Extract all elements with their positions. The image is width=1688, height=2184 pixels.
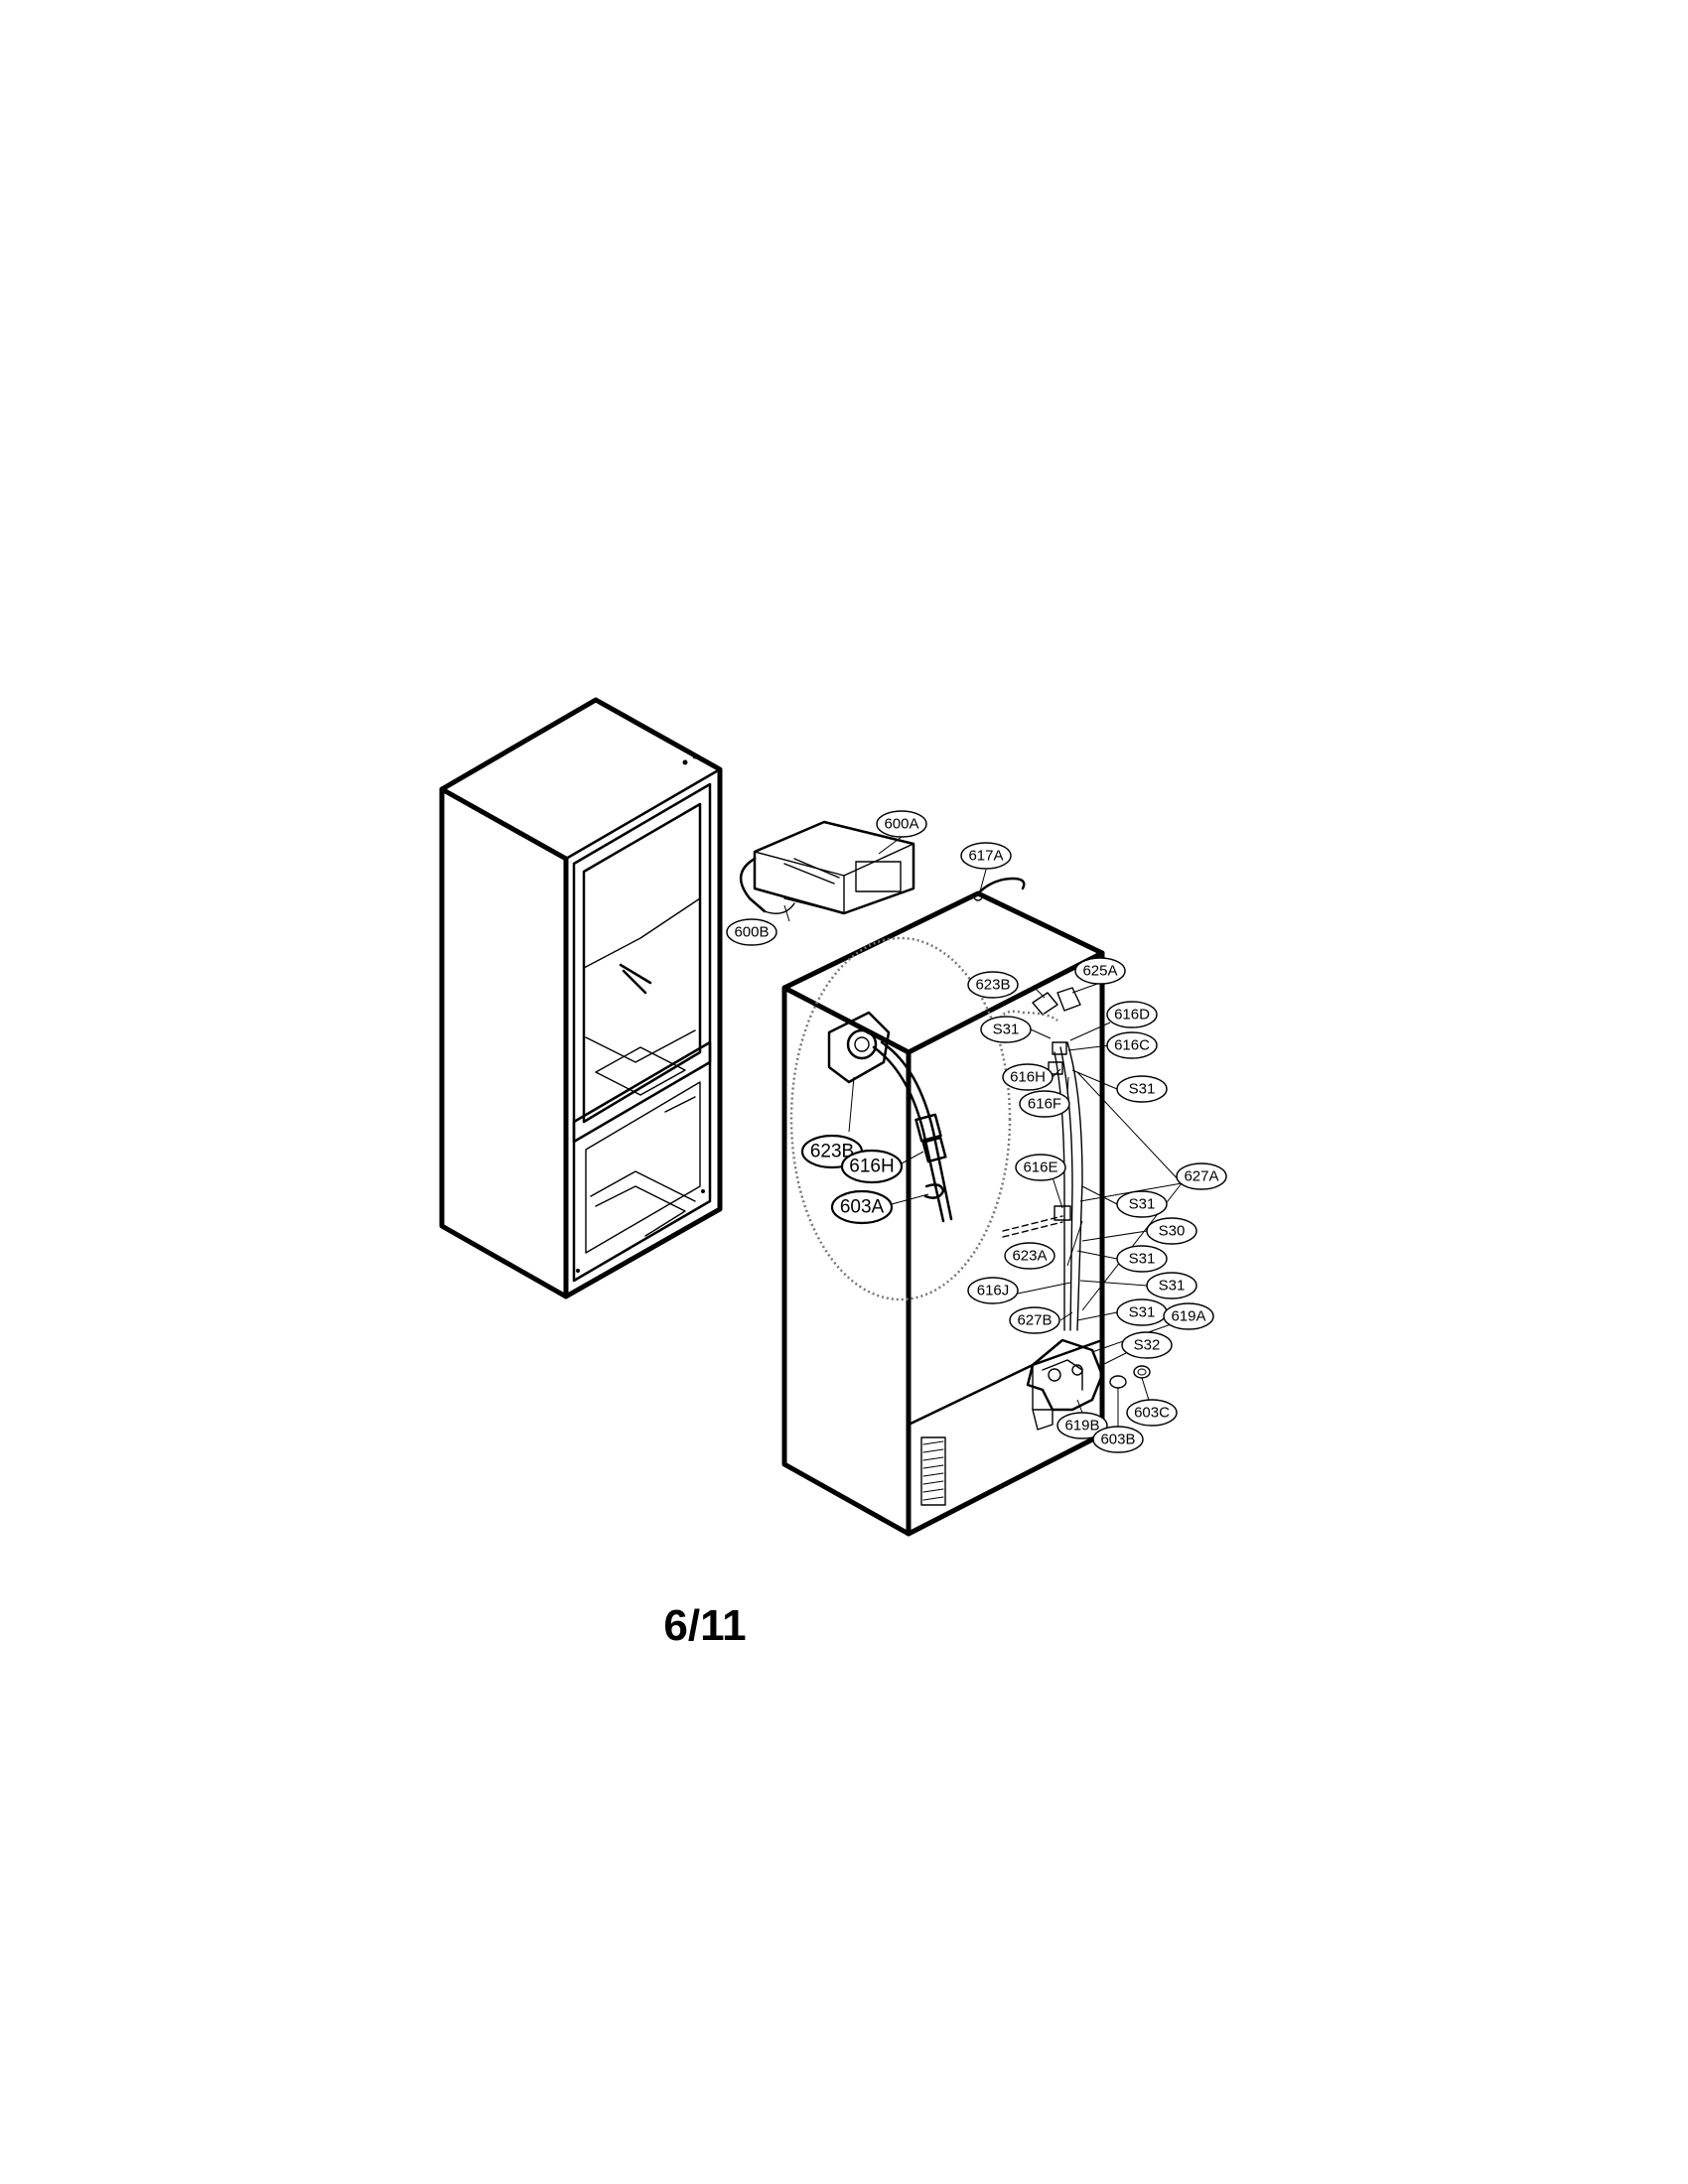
svg-text:616E: 616E <box>1023 1160 1057 1176</box>
svg-text:616J: 616J <box>977 1283 1010 1299</box>
page-number: 6/11 <box>663 1601 746 1650</box>
svg-text:623B: 623B <box>975 977 1010 994</box>
callout-S30: S30 <box>1146 1217 1197 1245</box>
svg-text:603C: 603C <box>1134 1405 1170 1422</box>
svg-text:S30: S30 <box>1159 1223 1186 1240</box>
callout-616H: 616H <box>1002 1063 1054 1091</box>
callout-S31-c: S31 <box>1116 1190 1168 1218</box>
callout-S31-a: S31 <box>980 1016 1032 1043</box>
svg-text:616C: 616C <box>1114 1037 1150 1054</box>
callout-619B: 619B <box>1056 1412 1108 1439</box>
callout-616C: 616C <box>1106 1031 1158 1059</box>
svg-text:616H: 616H <box>1010 1069 1046 1086</box>
svg-text:S32: S32 <box>1134 1337 1161 1354</box>
ice-maker-assembly <box>740 820 915 915</box>
callout-616D: 616D <box>1106 1001 1158 1028</box>
svg-text:623B: 623B <box>810 1142 854 1162</box>
callout-S31-f: S31 <box>1116 1298 1168 1326</box>
vent-grill <box>920 1436 946 1506</box>
svg-text:625A: 625A <box>1082 963 1117 980</box>
callout-616F: 616F <box>1019 1090 1070 1118</box>
callout-S32: S32 <box>1121 1331 1173 1359</box>
cabinet-front-view <box>439 697 723 1299</box>
callout-623B: 623B <box>967 971 1019 999</box>
callout-S31-e: S31 <box>1146 1272 1197 1299</box>
callout-S31-d: S31 <box>1116 1245 1168 1273</box>
callout-616E: 616E <box>1015 1154 1066 1181</box>
callout-623A: 623A <box>1004 1242 1055 1270</box>
svg-text:603A: 603A <box>840 1197 885 1218</box>
detail-callout-616H: 616H <box>840 1149 904 1184</box>
svg-text:S31: S31 <box>1159 1278 1186 1295</box>
detail-callout-603A: 603A <box>830 1189 894 1225</box>
svg-text:616H: 616H <box>849 1157 894 1177</box>
svg-text:S31: S31 <box>1129 1304 1156 1321</box>
callout-625A: 625A <box>1074 957 1126 985</box>
water-valve-assembly <box>1026 1338 1104 1431</box>
svg-text:S31: S31 <box>1129 1196 1156 1213</box>
callout-600B: 600B <box>726 918 777 946</box>
svg-text:627A: 627A <box>1184 1168 1218 1185</box>
svg-text:623A: 623A <box>1012 1248 1047 1265</box>
svg-text:600A: 600A <box>884 816 918 833</box>
callout-617A: 617A <box>960 842 1012 870</box>
svg-text:600B: 600B <box>734 924 769 941</box>
callout-S31-b: S31 <box>1116 1075 1168 1103</box>
svg-text:S31: S31 <box>1129 1081 1156 1098</box>
callout-627B: 627B <box>1009 1306 1060 1334</box>
callout-603C: 603C <box>1126 1399 1178 1427</box>
svg-text:617A: 617A <box>968 848 1003 865</box>
callout-603B: 603B <box>1092 1426 1144 1453</box>
svg-text:627B: 627B <box>1017 1312 1052 1329</box>
svg-text:S31: S31 <box>1129 1251 1156 1268</box>
callout-616J: 616J <box>967 1277 1019 1304</box>
svg-text:619A: 619A <box>1171 1308 1205 1325</box>
svg-text:616D: 616D <box>1114 1007 1150 1024</box>
svg-text:619B: 619B <box>1064 1418 1099 1434</box>
callout-627A: 627A <box>1176 1162 1227 1190</box>
callout-619A: 619A <box>1163 1302 1214 1330</box>
callout-600A: 600A <box>876 810 927 838</box>
svg-text:S31: S31 <box>993 1022 1020 1038</box>
detail-bubble <box>789 936 1058 1301</box>
leader-lines <box>783 836 1183 1427</box>
svg-text:603B: 603B <box>1100 1432 1135 1448</box>
svg-text:616F: 616F <box>1028 1096 1061 1113</box>
